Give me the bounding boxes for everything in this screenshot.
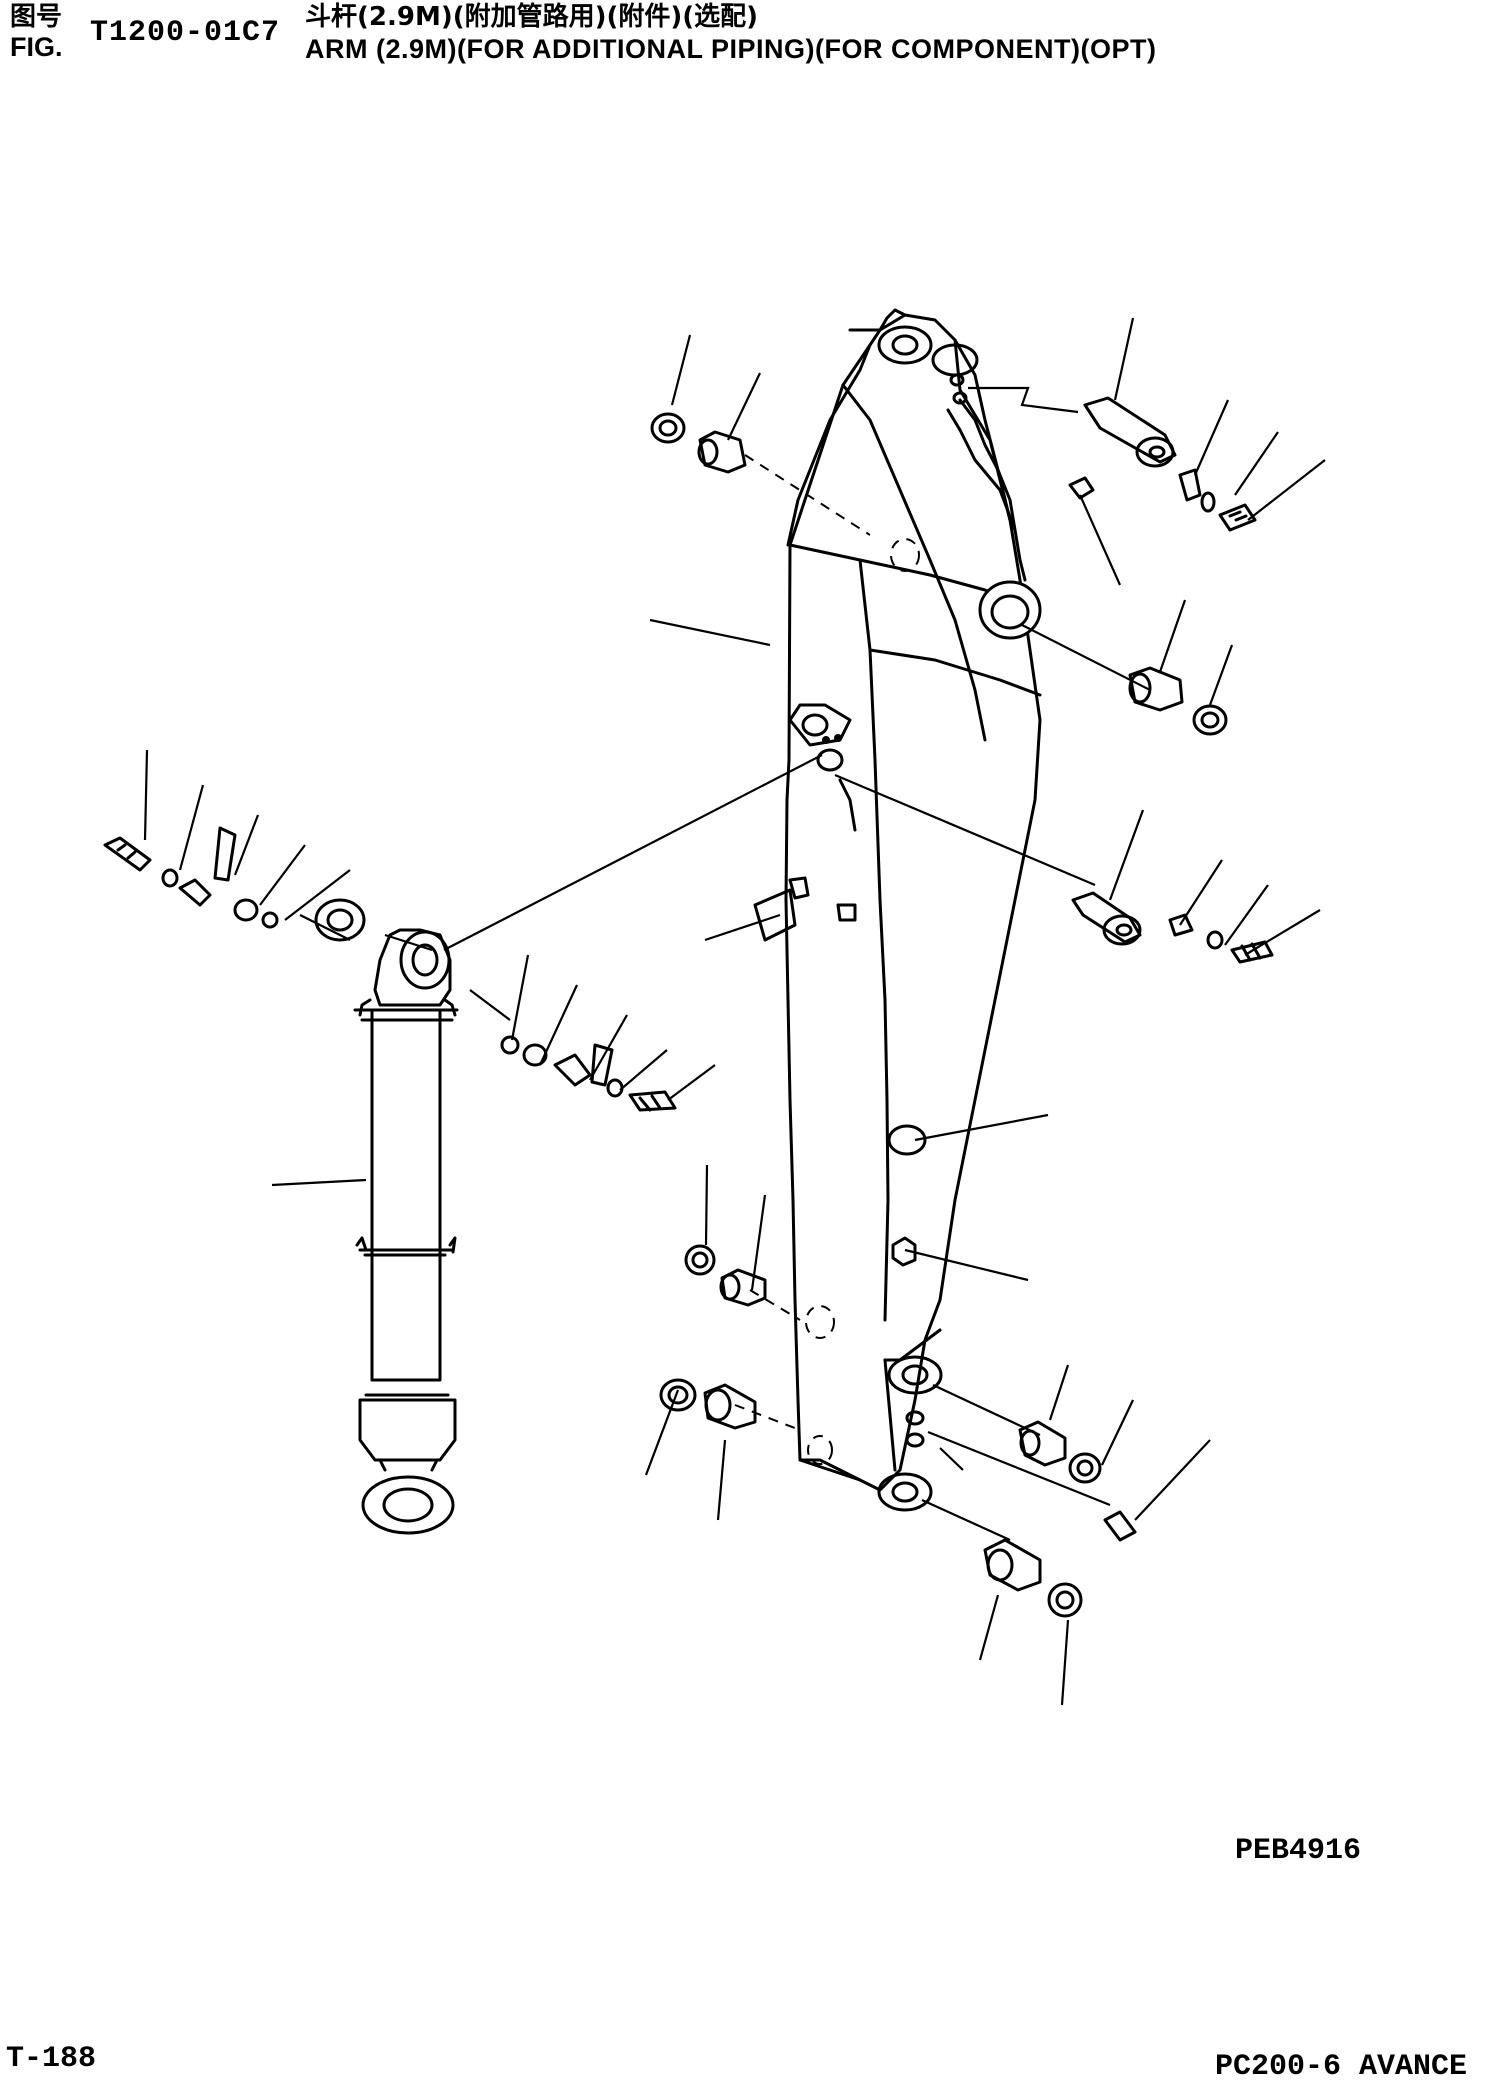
hidden-lines — [734, 454, 920, 1465]
arm-cylinder-boss — [978, 580, 1042, 640]
dust-seal-top — [650, 412, 686, 444]
bushing-bottom-b — [703, 1383, 757, 1430]
grease-pipe — [838, 398, 1027, 832]
dust-seal-bottom-a — [684, 1244, 716, 1276]
bushing-top — [697, 430, 747, 474]
figure-label-cn: 图号 — [10, 2, 63, 32]
dust-seal-bottom-d — [1047, 1582, 1083, 1618]
shim-left — [233, 898, 279, 929]
washer-mid — [1206, 930, 1224, 950]
dust-seal-mid — [1192, 704, 1228, 736]
bushing-bottom-c — [1018, 1420, 1067, 1467]
arm-cylinder — [353, 928, 459, 1535]
page-number: T-188 — [6, 2042, 97, 2076]
figure-number: T1200-01C7 — [90, 16, 281, 50]
dust-seal-bottom-c — [1068, 1452, 1102, 1484]
plate-left — [178, 826, 237, 907]
grease-fitting-top — [1068, 476, 1095, 500]
machine-model: PC200-6 AVANCE — [1215, 2050, 1468, 2084]
bushing-bottom-a — [719, 1268, 767, 1307]
leader-lines — [143, 317, 1326, 1706]
arm-body — [784, 308, 1042, 1492]
washer-top — [1200, 491, 1216, 513]
bolt-left — [103, 836, 152, 872]
plate-top — [1178, 468, 1202, 502]
shim-right — [500, 1035, 548, 1067]
bushing-bottom-d — [983, 1538, 1042, 1592]
arm-bottom-boss — [877, 1355, 943, 1512]
plate-mid — [1168, 913, 1194, 937]
dust-seal-left — [314, 898, 366, 942]
washer-left — [161, 868, 179, 888]
pin-top — [1083, 396, 1177, 468]
bolt-mid — [1230, 940, 1274, 964]
bushing-mid — [1128, 666, 1184, 712]
plate-right — [553, 1043, 614, 1087]
washer-right — [606, 1078, 624, 1098]
arm-plates — [753, 876, 927, 1267]
dust-seal-bottom-b — [659, 1378, 697, 1412]
arm-top-boss — [877, 325, 979, 405]
figure-title-cn: 斗杆(2.9M)(附加管路用)(附件)(选配) — [305, 2, 758, 32]
bolt-top — [1218, 503, 1257, 532]
figure-label: FIG. — [10, 32, 63, 62]
bolt-right — [628, 1090, 677, 1112]
pin-mid — [1071, 891, 1142, 946]
grease-fitting-bottom — [1103, 1510, 1137, 1542]
arm-foot-boss — [788, 703, 852, 772]
figure-title-en: ARM (2.9M)(FOR ADDITIONAL PIPING)(FOR CO… — [305, 34, 1157, 64]
drawing-code: PEB4916 — [1235, 1834, 1362, 1868]
